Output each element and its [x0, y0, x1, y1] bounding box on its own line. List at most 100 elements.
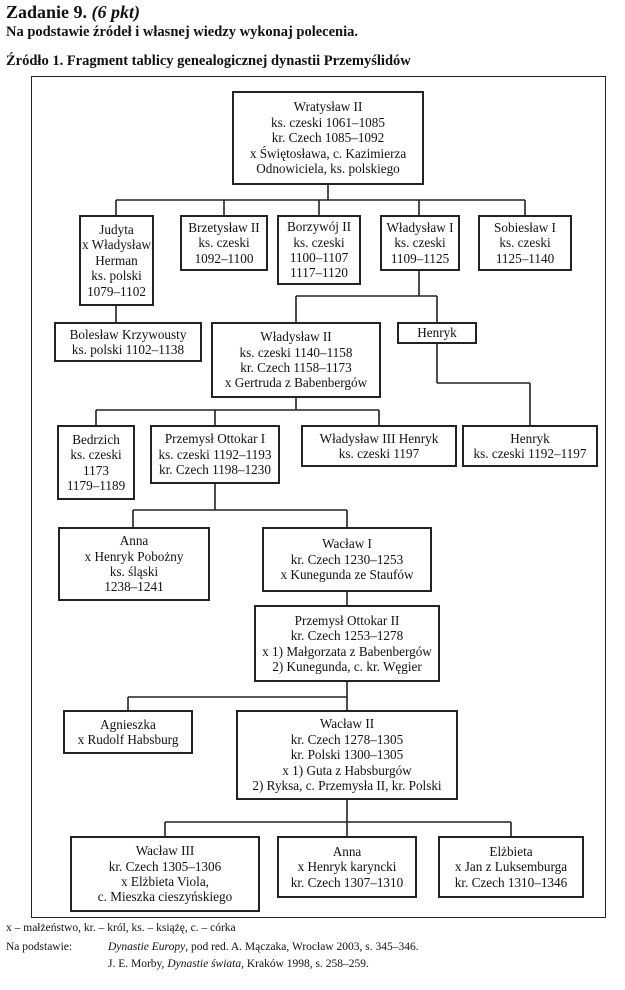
person-info-line: Władysław III Henryk [319, 430, 439, 446]
person-info-line: ks. czeski [499, 235, 551, 251]
task-points: (6 pkt) [91, 2, 141, 22]
person-info-line: ks. czeski [198, 235, 250, 251]
person-info-line: kr. Czech 1230–1253 [290, 551, 404, 567]
person-info-line: Przemysł Ottokar II [294, 612, 400, 628]
person-info-line: x Jan z Luksemburga [454, 859, 568, 875]
person-info-line: ks. śląski [109, 564, 159, 579]
person-info-line: 1092–1100 [194, 250, 254, 266]
person-info-line: Wacław II [319, 716, 375, 732]
person-info-line: kr. Czech 1278–1305 [290, 731, 404, 747]
person-info-line: c. Mieszka cieszyńskiego [97, 889, 233, 905]
source2-details: , Kraków 1998, s. 258–259. [241, 958, 369, 970]
person-info-line: kr. Czech 1307–1310 [290, 874, 404, 890]
person-info-line: ks. polski [91, 268, 142, 284]
person-info-line: x Henryk karyncki [297, 859, 397, 875]
person-info-line: Bolesław Krzywousty [69, 326, 187, 342]
person-info-line: Wacław I [322, 536, 372, 552]
person-info-line: ks. polski 1102–1138 [71, 342, 185, 357]
source1-title: Dynastie Europy [108, 941, 186, 953]
person-info-line: Odnowiciela, ks. polskiego [256, 161, 400, 177]
person-info-line: ks. czeski [70, 447, 122, 463]
source1-details: , pod red. A. Mączaka, Wrocław 2003, s. … [185, 941, 419, 953]
person-info-line: Borzywój II [286, 219, 352, 235]
person-info-line: Bedrzich [72, 431, 120, 447]
person-info-line: x 1) Guta z Habsburgów [282, 762, 412, 778]
person-info-line: kr. Czech 1158–1173 [240, 360, 352, 375]
person-info-line: ks. czeski 1061–1085 [271, 114, 385, 130]
person-info-line: Anna [332, 843, 362, 859]
person-info-line: kr. Czech 1198–1230 [159, 462, 271, 478]
person-info-line: x Gertruda z Babenbergów [224, 375, 368, 391]
person-info-line: x Elżbieta Viola, [121, 874, 209, 889]
person-info-line: Sobiesław I [494, 219, 556, 235]
person-info-line: Wratysław II [293, 99, 363, 115]
person-info-line: Brzetysław II [188, 219, 260, 235]
source2-author: J. E. Morby, [108, 958, 168, 970]
person-info-line: Przemysł Ottokar I [164, 431, 266, 447]
source-citation-1: Dynastie Europy, pod red. A. Mączaka, Wr… [108, 941, 419, 953]
person-info-line: ks. czeski 1192–1197 [473, 446, 587, 461]
person-info-line: ks. czeski [293, 234, 345, 250]
person-info-line: kr. Czech 1253–1278 [290, 628, 404, 644]
source-citation-2: J. E. Morby, Dynastie świata, Kraków 199… [108, 958, 369, 970]
person-info-line: x Władysław [82, 237, 151, 253]
person-info-line: 1079–1102 [87, 283, 146, 299]
person-info-line: Władysław II [260, 329, 332, 345]
person-info-line: Henryk [510, 430, 550, 446]
person-info-line: 1117–1120 [290, 265, 348, 281]
person-info-line: ks. czeski 1192–1193 [158, 446, 272, 462]
person-info-line: 1173 [83, 462, 109, 478]
person-info-line: kr. Czech 1310–1346 [454, 874, 568, 890]
person-info-line: 1238–1241 [104, 579, 164, 595]
person-info-line: Henryk [417, 325, 457, 341]
person-info-line: kr. Czech 1305–1306 [108, 858, 222, 874]
based-on-label: Na podstawie: [6, 941, 73, 953]
person-info-line: x 1) Małgorzata z Babenbergów [262, 643, 432, 659]
person-info-line: 1109–1125 [390, 250, 450, 266]
person-info-line: 1100–1107 [289, 250, 349, 265]
person-info-line: Wacław III [135, 843, 195, 859]
person-info-line: x Rudolf Habsburg [77, 732, 179, 747]
person-info-line: Judyta [99, 221, 134, 237]
source-title: Źródło 1. Fragment tablicy genealogiczne… [6, 53, 411, 69]
source2-title: Dynastie świata [167, 958, 242, 970]
person-info-line: Agnieszka [100, 716, 156, 732]
person-henryk: Henryk [397, 322, 477, 344]
person-info-line: ks. czeski [394, 235, 446, 251]
person-info-line: Herman [95, 252, 138, 268]
person-info-line: x Kunegunda ze Staufów [280, 567, 414, 583]
person-info-line: Elżbieta [489, 843, 533, 859]
person-info-line: ks. czeski 1140–1158 [239, 344, 353, 360]
person-info-line: ks. czeski 1197 [338, 446, 420, 461]
abbreviation-legend: x – małżeństwo, kr. – król, ks. – książę… [6, 922, 236, 934]
person-info-line: kr. Polski 1300–1305 [290, 747, 404, 763]
genealogy-frame [31, 76, 606, 918]
person-info-line: 2) Kunegunda, c. kr. Węgier [272, 658, 422, 674]
task-heading: Zadanie 9. (6 pkt) [6, 2, 140, 23]
task-number: Zadanie 9. [6, 2, 88, 22]
person-info-line: kr. Czech 1085–1092 [271, 130, 385, 146]
person-info-line: Władysław I [386, 219, 454, 235]
person-info-line: x Świętosława, c. Kazimierza [249, 145, 407, 161]
person-info-line: Anna [119, 533, 149, 549]
